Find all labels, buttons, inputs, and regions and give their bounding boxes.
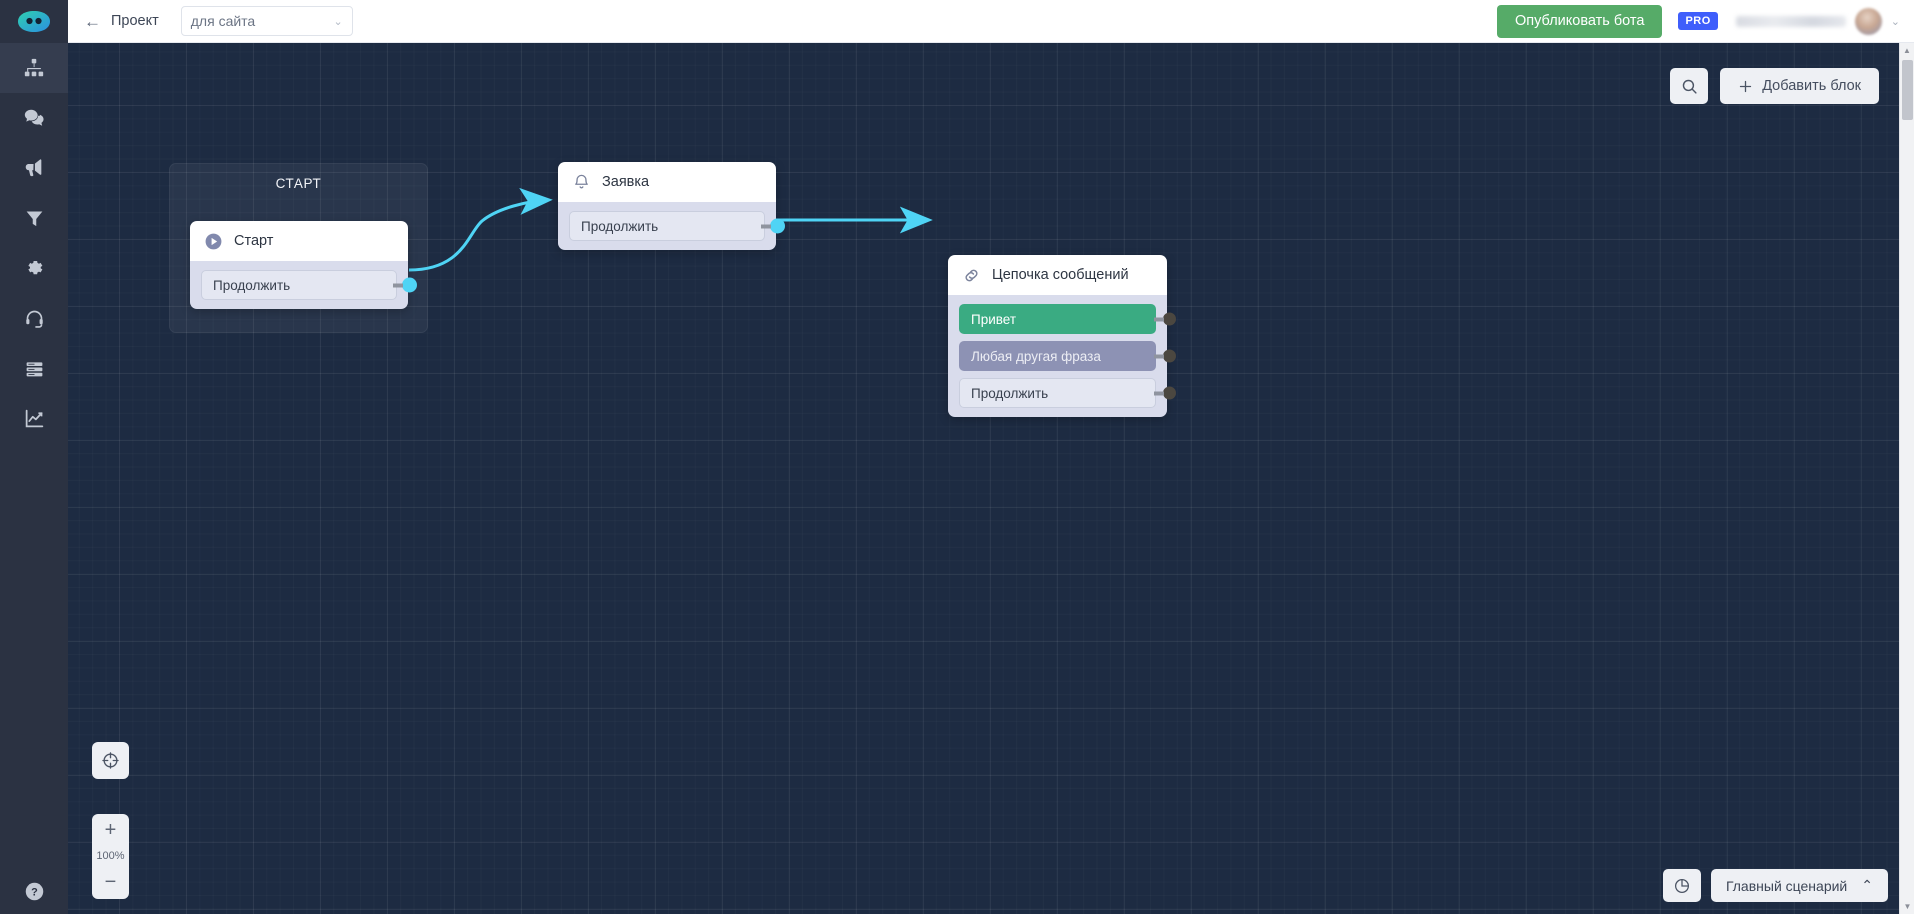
chevron-down-icon: ⌄ bbox=[333, 15, 343, 28]
sitemap-icon bbox=[24, 58, 44, 77]
output-port[interactable] bbox=[770, 218, 785, 234]
top-header: ← Проект для сайта ⌄ Опубликовать бота P… bbox=[0, 0, 1914, 43]
canvas-bottom-toolbar: Главный сценарий ⌃ bbox=[1662, 869, 1888, 902]
node-request-chip-continue[interactable]: Продолжить bbox=[569, 211, 785, 241]
search-button[interactable] bbox=[1670, 68, 1709, 104]
fit-to-screen-button[interactable] bbox=[92, 742, 129, 779]
help-button[interactable]: ? bbox=[0, 881, 68, 902]
center-crosshair-icon bbox=[102, 752, 119, 769]
node-chain-chip-hello[interactable]: Привет bbox=[959, 304, 1176, 334]
scroll-up-arrow-icon[interactable]: ▲ bbox=[1903, 46, 1911, 55]
sidebar-item-flows[interactable] bbox=[0, 43, 68, 93]
play-circle-icon bbox=[205, 233, 222, 249]
node-message-chain-title: Цепочка сообщений bbox=[992, 267, 1129, 283]
analytics-chart-icon bbox=[25, 409, 43, 427]
sidebar-item-settings[interactable] bbox=[0, 243, 68, 293]
svg-text:?: ? bbox=[31, 886, 38, 898]
publish-bot-button[interactable]: Опубликовать бота bbox=[1497, 4, 1663, 38]
chip-label: Продолжить bbox=[971, 385, 1049, 401]
search-icon bbox=[1682, 79, 1697, 94]
chat-bubbles-icon bbox=[24, 109, 44, 126]
avatar bbox=[1854, 7, 1882, 35]
scenario-label: Главный сценарий bbox=[1725, 877, 1848, 894]
left-sidebar: ? bbox=[0, 0, 68, 914]
flow-canvas[interactable]: СТАРТ Старт Продолжить bbox=[68, 43, 1914, 914]
sidebar-item-broadcasts[interactable] bbox=[0, 143, 68, 193]
back-arrow-icon[interactable]: ← bbox=[84, 11, 101, 31]
node-request[interactable]: Заявка Продолжить bbox=[558, 162, 785, 250]
bell-icon bbox=[575, 174, 588, 188]
sidebar-item-support[interactable] bbox=[0, 293, 68, 343]
node-start[interactable]: Старт Продолжить bbox=[190, 221, 417, 309]
megaphone-icon bbox=[25, 159, 42, 177]
chevron-down-icon: ⌄ bbox=[1890, 15, 1900, 28]
project-select-value: для сайта bbox=[190, 13, 256, 29]
node-start-header: Старт bbox=[190, 221, 408, 261]
chip-label: Привет bbox=[971, 311, 1017, 327]
project-select[interactable]: для сайта ⌄ bbox=[180, 6, 353, 36]
zoom-level-label: 100% bbox=[96, 850, 125, 862]
scroll-down-arrow-icon[interactable]: ▼ bbox=[1903, 902, 1912, 911]
node-start-chip-continue[interactable]: Продолжить bbox=[201, 270, 417, 300]
chip-label: Любая другая фраза bbox=[971, 348, 1101, 364]
node-message-chain-header: Цепочка сообщений bbox=[948, 255, 1167, 295]
gear-icon bbox=[27, 260, 42, 274]
node-chain-chip-any-phrase[interactable]: Любая другая фраза bbox=[959, 341, 1176, 371]
sidebar-item-dialogs[interactable] bbox=[0, 93, 68, 143]
app-logo[interactable] bbox=[0, 0, 68, 43]
edge-start-to-request bbox=[408, 187, 553, 272]
output-port[interactable] bbox=[402, 277, 417, 293]
help-question-icon: ? bbox=[25, 882, 43, 901]
node-start-title: Старт bbox=[234, 233, 274, 249]
node-request-header: Заявка bbox=[558, 162, 776, 202]
add-block-label: Добавить блок bbox=[1762, 78, 1861, 94]
group-start-title: СТАРТ bbox=[275, 176, 322, 191]
output-port[interactable] bbox=[1163, 312, 1176, 326]
vertical-scrollbar[interactable]: ▲ ▼ bbox=[1899, 43, 1914, 914]
link-chain-icon bbox=[965, 269, 978, 281]
plus-icon bbox=[1740, 80, 1752, 92]
funnel-icon bbox=[26, 211, 42, 226]
node-chain-chip-continue[interactable]: Продолжить bbox=[959, 378, 1176, 408]
sidebar-item-analytics[interactable] bbox=[0, 393, 68, 443]
node-request-title: Заявка bbox=[602, 174, 650, 190]
statistics-button[interactable] bbox=[1662, 869, 1701, 902]
chip-label: Продолжить bbox=[581, 218, 659, 234]
node-start-body: Продолжить bbox=[190, 261, 417, 309]
scrollbar-thumb[interactable] bbox=[1902, 60, 1913, 120]
chevron-up-icon: ⌃ bbox=[1861, 877, 1873, 893]
add-block-button[interactable]: Добавить блок bbox=[1720, 68, 1879, 104]
output-port[interactable] bbox=[1163, 386, 1176, 400]
sidebar-item-database[interactable] bbox=[0, 343, 68, 393]
pie-chart-icon bbox=[1674, 878, 1689, 893]
zoom-controls: + 100% − bbox=[92, 814, 129, 899]
zoom-out-button[interactable]: − bbox=[92, 866, 129, 899]
pro-badge: PRO bbox=[1678, 12, 1718, 30]
output-port[interactable] bbox=[1163, 349, 1176, 363]
user-name bbox=[1735, 15, 1846, 27]
zoom-in-button[interactable]: + bbox=[92, 814, 129, 847]
canvas-toolbar: Добавить блок bbox=[1670, 68, 1879, 104]
scenario-selector-button[interactable]: Главный сценарий ⌃ bbox=[1710, 869, 1888, 902]
server-list-icon bbox=[26, 361, 42, 376]
node-message-chain[interactable]: Цепочка сообщений Привет Любая другая фр… bbox=[948, 255, 1176, 417]
headset-icon bbox=[25, 310, 43, 328]
chat-bot-logo-icon bbox=[18, 10, 50, 32]
node-message-chain-body: Привет Любая другая фраза Продолжить bbox=[948, 295, 1176, 417]
sidebar-item-funnels[interactable] bbox=[0, 193, 68, 243]
chip-label: Продолжить bbox=[213, 277, 291, 293]
node-request-body: Продолжить bbox=[558, 202, 785, 250]
user-menu[interactable]: ⌄ bbox=[1735, 7, 1900, 35]
project-label: Проект bbox=[111, 13, 159, 29]
